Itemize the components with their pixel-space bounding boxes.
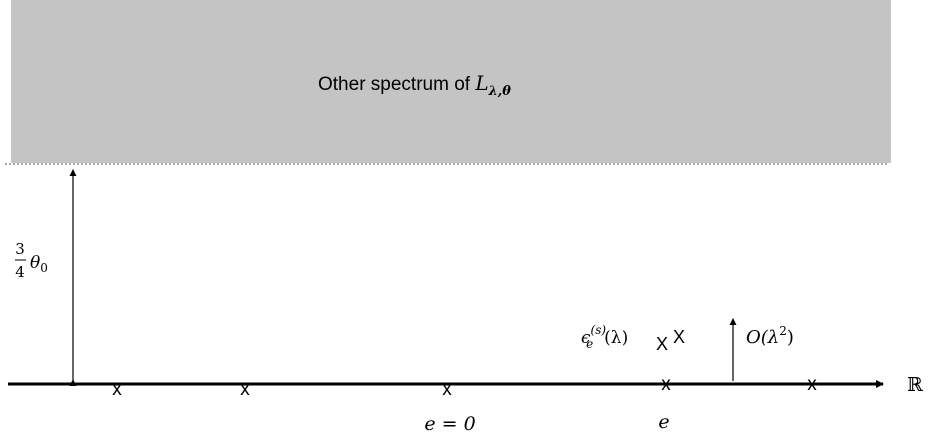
order-label: O(λ2) — [746, 324, 794, 348]
epsilon-label: ϵ(s)e(λ) — [581, 323, 628, 351]
origin-label: e = 0 — [424, 413, 475, 435]
axis-marker-5: x — [807, 374, 817, 395]
axis-marker-origin: x — [442, 379, 452, 400]
perturbed-marker-1: X — [656, 334, 668, 354]
gap-label: 3 4 θ0 — [15, 240, 48, 281]
gap-fraction-denominator: 4 — [15, 263, 25, 281]
axis-marker-1: x — [112, 379, 122, 400]
axis-marker-2: x — [240, 379, 250, 400]
gap-theta: θ0 — [30, 253, 48, 275]
real-axis-symbol: ℝ — [907, 374, 923, 396]
eigenvalue-e-label: e — [658, 411, 669, 433]
other-spectrum-label: Other spectrum of Lλ,θ — [318, 71, 511, 99]
perturbed-marker-2: X — [673, 327, 685, 347]
other-spectrum-region — [11, 0, 891, 163]
gap-fraction-numerator: 3 — [15, 240, 25, 258]
axis-marker-e: x — [661, 374, 671, 395]
